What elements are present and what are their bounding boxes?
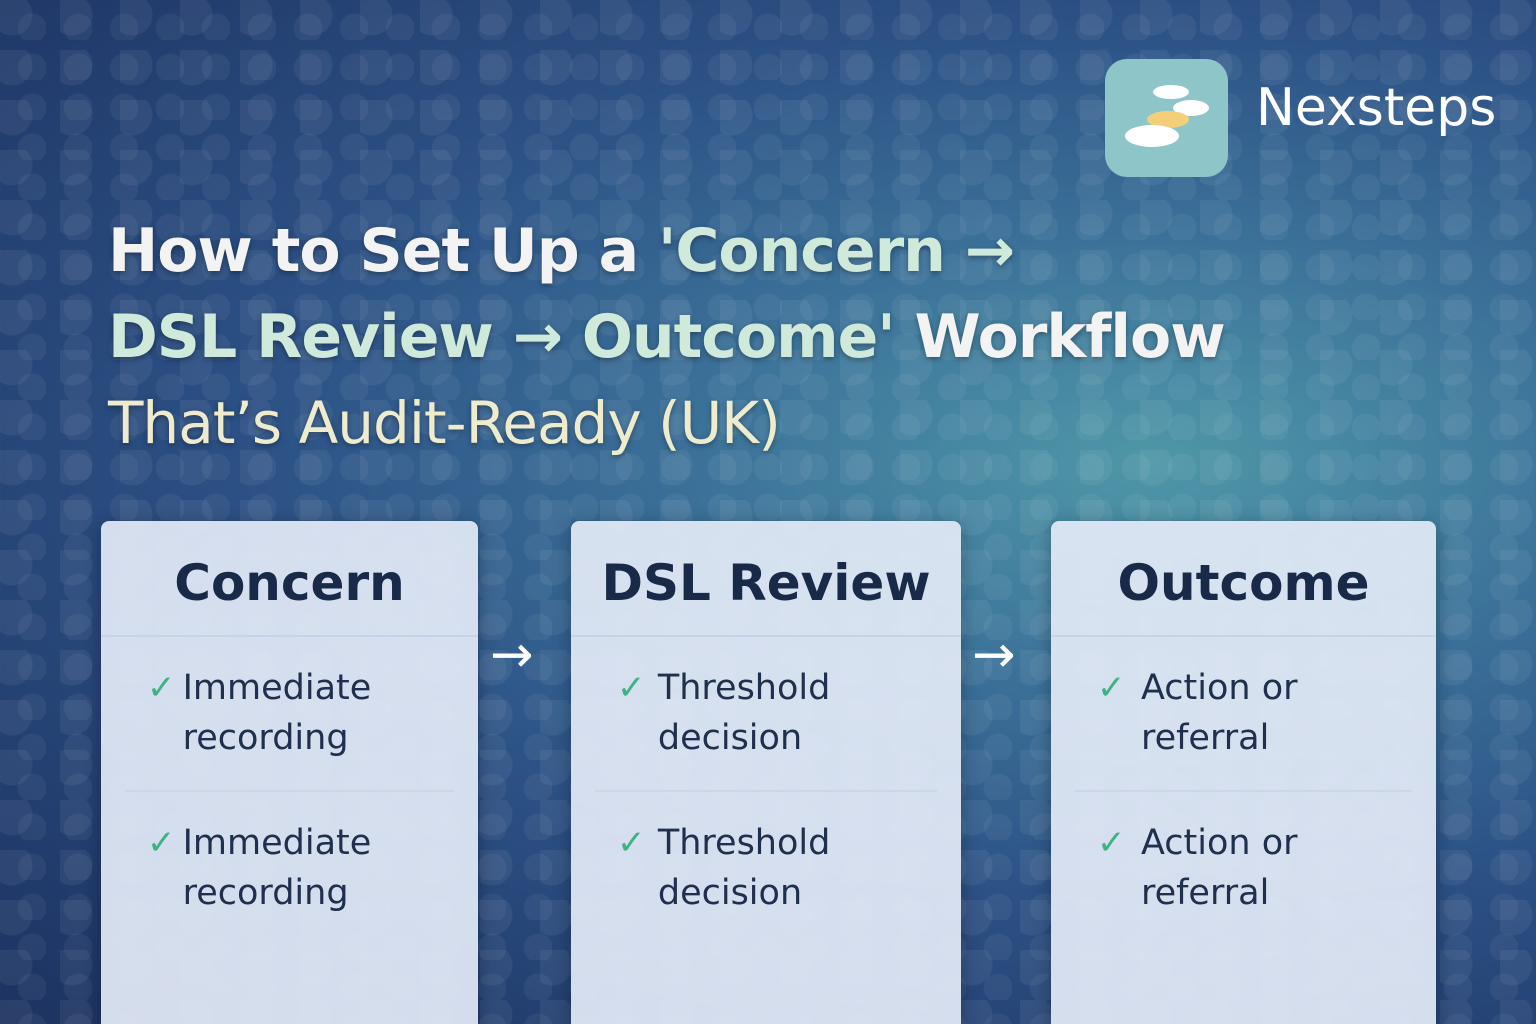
column-heading: Concern xyxy=(101,521,478,637)
list-item: ✓Immediate recording xyxy=(125,790,454,943)
check-icon: ✓ xyxy=(1097,823,1126,863)
column-heading: DSL Review xyxy=(571,521,961,637)
item-text: Threshold decision xyxy=(657,823,831,913)
column-concern: Concern ✓Immediate recording ✓Immediate … xyxy=(101,521,478,1024)
check-icon: ✓ xyxy=(617,823,646,863)
list-item: ✓ Action or referral xyxy=(1075,790,1412,943)
list-item: ✓ Threshold decision xyxy=(595,790,937,943)
title-line2-mint: DSL Review → Outcome' xyxy=(108,302,896,372)
list-item: ✓ Action or referral xyxy=(1075,637,1412,790)
title-line1-white: How to Set Up a xyxy=(108,216,658,286)
column-dsl-review: DSL Review ✓ Threshold decision ✓ Threshol… xyxy=(571,521,961,1024)
list-item: ✓Immediate recording xyxy=(125,637,454,790)
column-outcome: Outcome ✓ Action or referral ✓ Action or r… xyxy=(1051,521,1436,1024)
item-text: Immediate recording xyxy=(182,668,372,758)
list-item: ✓ Threshold decision xyxy=(595,637,937,790)
check-icon: ✓ xyxy=(147,823,176,863)
item-text: Threshold decision xyxy=(657,668,831,758)
title-line2-white: Workflow xyxy=(894,302,1226,372)
nexsteps-logo-icon xyxy=(1105,59,1228,177)
check-icon: ✓ xyxy=(617,668,646,708)
column-heading: Outcome xyxy=(1051,521,1436,637)
arrow-right-icon: → xyxy=(490,625,534,685)
title-subtitle: That’s Audit-Ready (UK) xyxy=(108,389,781,457)
item-text: Action or referral xyxy=(1140,668,1298,758)
brand-name: Nexsteps xyxy=(1256,78,1497,138)
title-line1-mint: 'Concern → xyxy=(657,216,1015,286)
check-icon: ✓ xyxy=(147,668,176,708)
arrow-right-icon: → xyxy=(972,625,1016,685)
item-text: Immediate recording xyxy=(182,823,372,913)
check-icon: ✓ xyxy=(1097,668,1126,708)
page-title: How to Set Up a 'Concern → DSL Review → … xyxy=(108,208,1226,466)
item-text: Action or referral xyxy=(1140,823,1298,913)
